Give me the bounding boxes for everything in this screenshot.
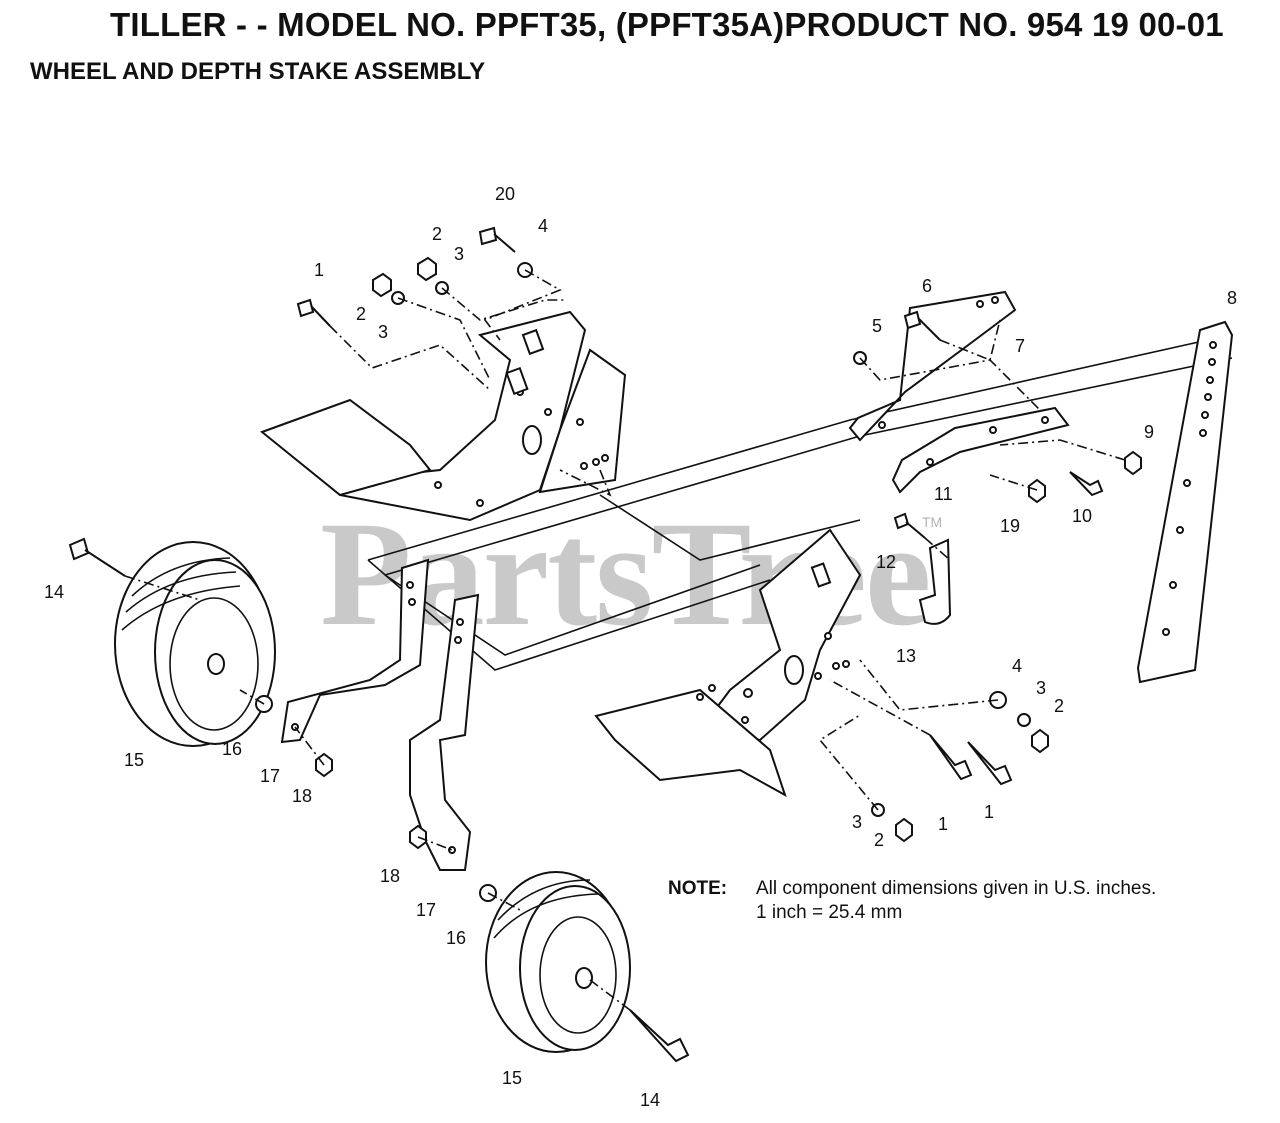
upper-bracket: [259, 310, 627, 522]
lower-bracket: [594, 528, 862, 798]
stake-clip-13: [918, 538, 952, 625]
callout-2: 2: [432, 224, 442, 244]
callout-18: 18: [292, 786, 312, 806]
callout-2: 2: [874, 830, 884, 850]
callout-8: 8: [1227, 288, 1237, 308]
stake-bracket-7: [848, 290, 1017, 442]
callout-1: 1: [984, 802, 994, 822]
callout-3: 3: [378, 322, 388, 342]
wheel-bracket-left: [280, 558, 430, 744]
note-conversion-text: 1 inch = 25.4 mm: [756, 902, 903, 923]
callout-11: 11: [934, 484, 953, 504]
callout-3: 3: [852, 812, 862, 832]
callout-13: 13: [896, 646, 916, 666]
callout-20: 20: [495, 184, 515, 204]
callout-17: 17: [260, 766, 280, 786]
callout-1: 1: [314, 260, 324, 280]
callout-14: 14: [640, 1090, 660, 1110]
wheel-bracket-right: [409, 593, 480, 871]
callout-4: 4: [538, 216, 548, 236]
page-subtitle: WHEEL AND DEPTH STAKE ASSEMBLY: [30, 58, 486, 85]
callout-18: 18: [380, 866, 400, 886]
callout-17: 17: [416, 900, 436, 920]
callout-14: 14: [44, 582, 64, 602]
leader-lines: [124, 269, 1126, 1011]
callout-4: 4: [1012, 656, 1022, 676]
callout-12: 12: [876, 552, 896, 572]
callout-19: 19: [1000, 516, 1020, 536]
watermark-trademark: TM: [922, 514, 943, 530]
callout-9: 9: [1144, 422, 1154, 442]
callout-16: 16: [446, 928, 466, 948]
callout-1: 1: [938, 814, 948, 834]
callout-3: 3: [454, 244, 464, 264]
depth-stake-bar: [1136, 320, 1234, 684]
callout-2: 2: [1054, 696, 1064, 716]
callout-3: 3: [1036, 678, 1046, 698]
page-title: TILLER - - MODEL NO. PPFT35, (PPFT35A)PR…: [110, 6, 1224, 43]
callout-15: 15: [124, 750, 144, 770]
note-dimensions-text: All component dimensions given in U.S. i…: [756, 878, 1157, 899]
stake-bracket-11: [891, 406, 1070, 494]
callout-7: 7: [1015, 336, 1025, 356]
callout-6: 6: [922, 276, 932, 296]
wheel-right: [485, 871, 631, 1053]
callout-5: 5: [872, 316, 882, 336]
callout-labels: 20 4 2 3 1 2 3 6 5 7 8 9 10 19 11 12 13 …: [44, 184, 1237, 1110]
callout-2: 2: [356, 304, 366, 324]
wheel-left: [114, 541, 276, 747]
callout-16: 16: [222, 739, 242, 759]
callout-10: 10: [1072, 506, 1092, 526]
note-label: NOTE:: [668, 878, 728, 899]
callout-15: 15: [502, 1068, 522, 1088]
